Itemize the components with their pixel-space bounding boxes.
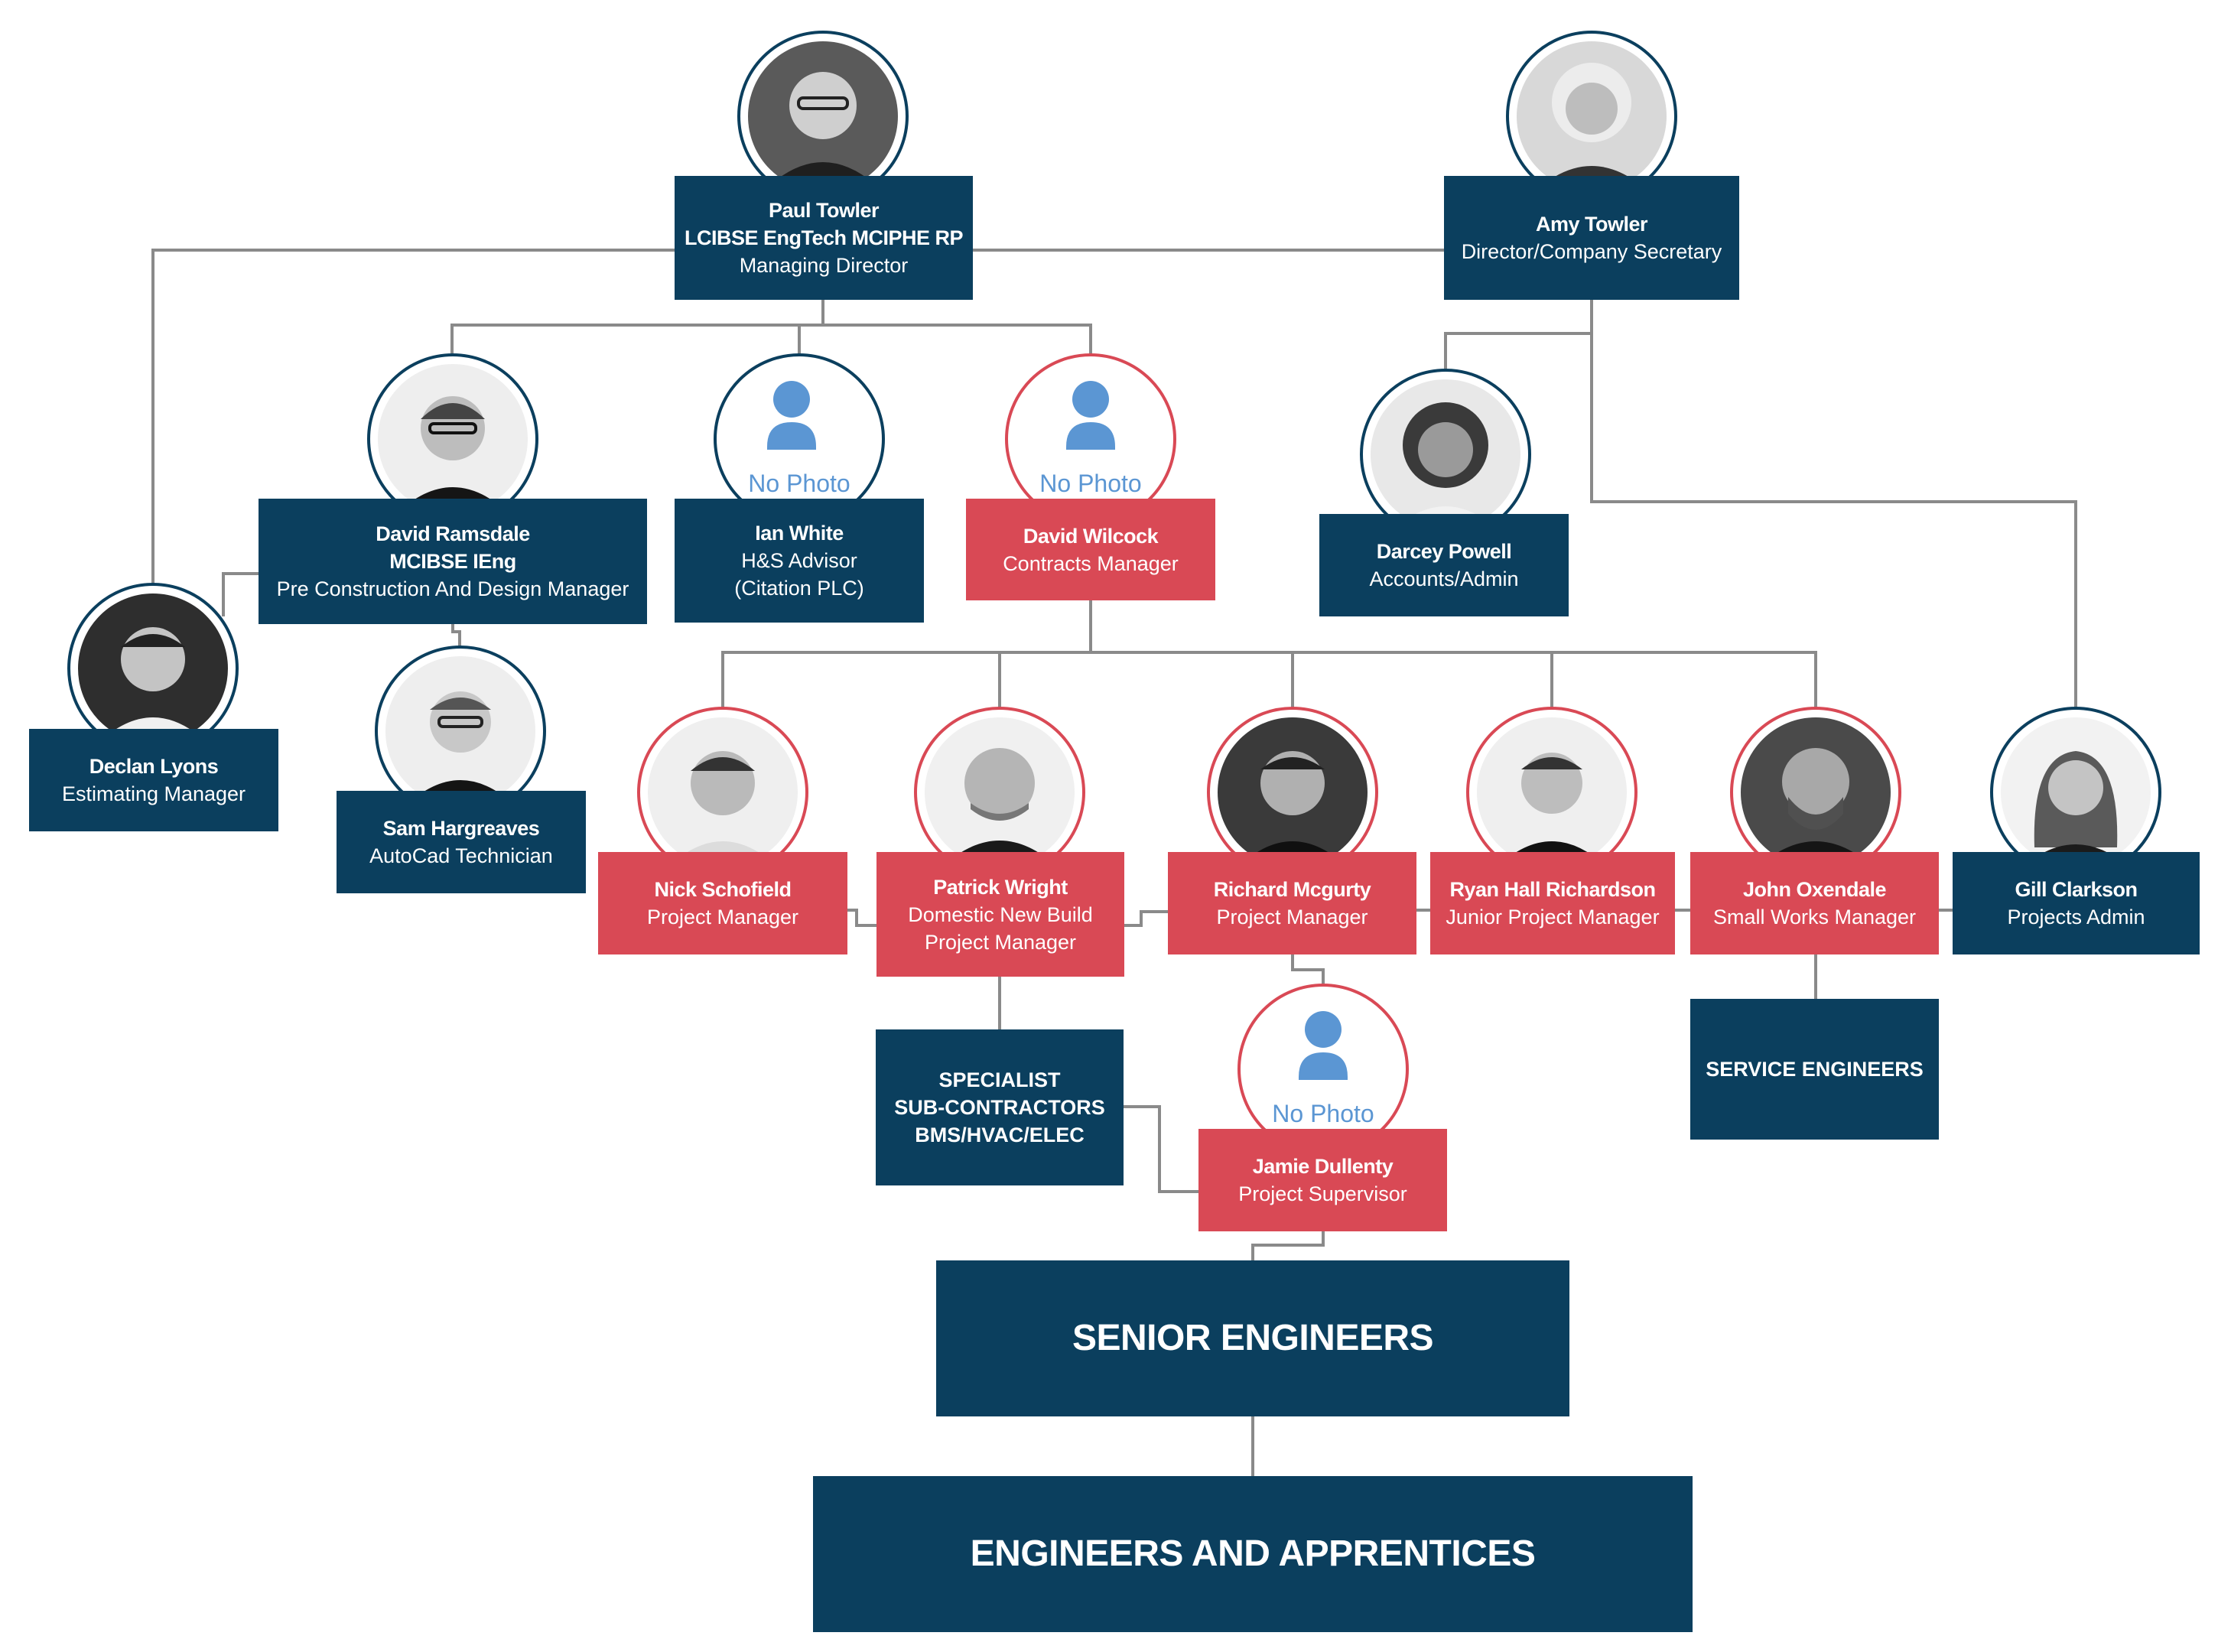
node-david-wilcock[interactable]: David Wilcock Contracts Manager [966,499,1215,600]
person-role: Pre Construction And Design Manager [276,577,629,600]
node-ian-white[interactable]: Ian White H&S Advisor (Citation PLC) [675,499,924,623]
person-role: Junior Project Manager [1446,906,1660,928]
node-nick-schofield[interactable]: Nick Schofield Project Manager [598,852,847,954]
no-photo-label: No Photo [1039,470,1142,497]
portrait-photo [1477,717,1627,867]
person-name: Darcey Powell [1376,540,1512,563]
node-ryan-hall-richardson[interactable]: Ryan Hall Richardson Junior Project Mana… [1430,852,1675,954]
person-role: Project Supervisor [1238,1182,1407,1205]
person-role: H&S Advisor [741,549,857,572]
no-photo-label: No Photo [748,470,850,497]
node-service-engineers[interactable]: SERVICE ENGINEERS [1690,999,1939,1140]
node-gill-clarkson[interactable]: Gill Clarkson Projects Admin [1953,852,2200,954]
portrait-photo [748,41,898,191]
person-role: Projects Admin [2007,906,2145,928]
person-role: Estimating Manager [61,782,246,805]
person-name: Patrick Wright [933,875,1068,899]
person-name: Paul Towler [768,199,880,222]
avatar-ryan-hall-richardson [1466,707,1637,878]
person-placeholder-icon [767,381,816,450]
portrait-photo [1371,379,1520,529]
person-name: Sam Hargreaves [382,817,540,840]
portrait-photo [2001,717,2151,867]
avatar-amy-towler [1506,31,1677,202]
node-engineers-and-apprentices[interactable]: ENGINEERS AND APPRENTICES [813,1476,1693,1632]
portrait-photo [1741,717,1891,867]
person-name: Ian White [755,522,844,545]
node-patrick-wright[interactable]: Patrick Wright Domestic New Build Projec… [876,852,1124,977]
portrait-photo [385,656,535,806]
person-placeholder-icon [1066,381,1115,450]
person-role: Project Manager [646,906,799,928]
avatar-richard-mcgurty [1207,707,1378,878]
person-name: David Wilcock [1023,524,1159,548]
avatar-declan-lyons [67,583,239,754]
node-paul-towler[interactable]: Paul Towler LCIBSE EngTech MCIPHE RP Man… [675,176,973,300]
node-richard-mcgurty[interactable]: Richard Mcgurty Project Manager [1168,852,1416,954]
no-photo-label: No Photo [1272,1100,1374,1127]
portrait-photo [1218,717,1368,867]
node-amy-towler[interactable]: Amy Towler Director/Company Secretary [1444,176,1739,300]
person-organisation: (Citation PLC) [734,577,864,600]
avatar-sam-hargreaves [375,646,546,817]
person-role-line2: Project Manager [924,930,1077,954]
person-name: David Ramsdale [376,522,530,545]
portrait-photo [1517,41,1667,191]
person-name: Nick Schofield [654,878,792,901]
group-label-line3: BMS/HVAC/ELEC [915,1124,1085,1146]
no-photo-placeholder: No Photo [1008,356,1173,522]
person-name: Gill Clarkson [2015,878,2138,901]
person-credentials: MCIBSE IEng [389,550,516,573]
person-name: John Oxendale [1742,878,1887,901]
portrait-photo [78,593,228,743]
person-role: Small Works Manager [1712,906,1917,928]
person-role: Director/Company Secretary [1461,240,1722,263]
node-sam-hargreaves[interactable]: Sam Hargreaves AutoCad Technician [337,791,586,893]
node-declan-lyons[interactable]: Declan Lyons Estimating Manager [29,729,278,831]
person-role: Domestic New Build [908,902,1093,926]
node-david-ramsdale[interactable]: David Ramsdale MCIBSE IEng Pre Construct… [259,499,647,624]
avatar-david-wilcock: No Photo [1005,353,1176,525]
group-label: SERVICE ENGINEERS [1706,1058,1924,1081]
portrait-photo [378,364,528,514]
avatar-gill-clarkson [1990,707,2161,878]
person-role: Accounts/Admin [1369,567,1519,590]
group-label-line2: SUB-CONTRACTORS [894,1096,1105,1119]
person-name: Ryan Hall Richardson [1449,878,1656,901]
person-role: Project Manager [1216,906,1368,928]
node-jamie-dullenty[interactable]: Jamie Dullenty Project Supervisor [1198,1129,1447,1231]
group-label-line1: SPECIALIST [938,1068,1061,1091]
avatar-ian-white: No Photo [714,353,885,525]
person-placeholder-icon [1299,1011,1348,1080]
person-name: Declan Lyons [89,755,219,778]
person-name: Jamie Dullenty [1252,1155,1394,1178]
person-role: Managing Director [739,254,909,277]
node-specialist-subcontractors[interactable]: SPECIALIST SUB-CONTRACTORS BMS/HVAC/ELEC [876,1029,1124,1185]
no-photo-placeholder: No Photo [717,356,882,522]
person-name: Richard Mcgurty [1213,878,1371,901]
person-role: AutoCad Technician [369,844,553,867]
avatar-patrick-wright [914,707,1085,878]
portrait-photo [925,717,1075,867]
person-credentials: LCIBSE EngTech MCIPHE RP [684,226,964,249]
avatar-nick-schofield [637,707,808,878]
no-photo-placeholder: No Photo [1241,987,1406,1152]
avatar-jamie-dullenty: No Photo [1237,984,1409,1155]
portrait-photo [648,717,798,867]
group-label: ENGINEERS AND APPRENTICES [970,1533,1536,1574]
node-darcey-powell[interactable]: Darcey Powell Accounts/Admin [1319,514,1569,616]
person-name: Amy Towler [1535,213,1648,236]
node-senior-engineers[interactable]: SENIOR ENGINEERS [936,1260,1569,1416]
node-john-oxendale[interactable]: John Oxendale Small Works Manager [1690,852,1939,954]
group-label: SENIOR ENGINEERS [1072,1318,1434,1358]
person-role: Contracts Manager [1003,551,1179,575]
